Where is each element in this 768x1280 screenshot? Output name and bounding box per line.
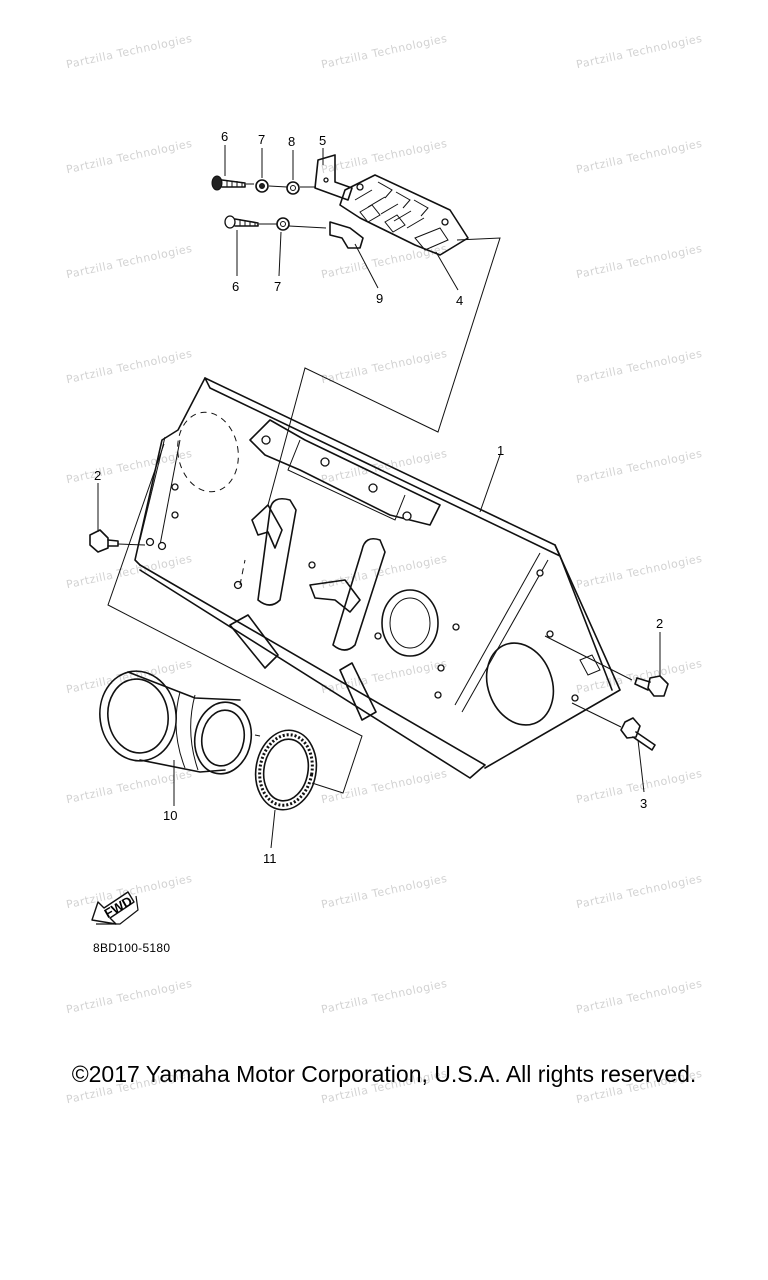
callout-2-left: 2 [94, 468, 101, 483]
part-9-clamp [329, 221, 364, 249]
callout-6-top: 6 [221, 129, 228, 144]
watermark-text: Partzilla Technologies [575, 347, 703, 386]
watermark-text: Partzilla Technologies [320, 872, 448, 911]
callout-3: 3 [640, 796, 647, 811]
callout-2-right: 2 [656, 616, 663, 631]
part-1-panel [134, 377, 621, 779]
watermark-text: Partzilla Technologies [320, 32, 448, 71]
watermark-text: Partzilla Technologies [65, 242, 193, 281]
callout-7-bottom: 7 [274, 279, 281, 294]
watermark-text: Partzilla Technologies [320, 767, 448, 806]
callout-8: 8 [288, 134, 295, 149]
watermark-text: Partzilla Technologies [575, 447, 703, 486]
watermark-text: Partzilla Technologies [320, 552, 448, 591]
callout-5: 5 [319, 133, 326, 148]
watermark-text: Partzilla Technologies [575, 137, 703, 176]
callout-1: 1 [497, 443, 504, 458]
callout-6-bottom: 6 [232, 279, 239, 294]
watermark-text: Partzilla Technologies [65, 32, 193, 71]
watermark-text: Partzilla Technologies [65, 977, 193, 1016]
watermark-text: Partzilla Technologies [320, 657, 448, 696]
watermark-text: Partzilla Technologies [575, 32, 703, 71]
watermark-text: Partzilla Technologies [65, 347, 193, 386]
watermark-text: Partzilla Technologies [575, 872, 703, 911]
watermark-text: Partzilla Technologies [575, 552, 703, 591]
part-6-screws [211, 175, 259, 229]
watermark-text: Partzilla Technologies [575, 977, 703, 1016]
part-11-gasket [254, 729, 318, 811]
watermark-text: Partzilla Technologies [320, 137, 448, 176]
callout-10: 10 [163, 808, 177, 823]
part-4-connector-block [339, 174, 469, 256]
watermark-text: Partzilla Technologies [65, 447, 193, 486]
watermark-text: Partzilla Technologies [575, 242, 703, 281]
callout-numbers: 1 2 2 3 4 5 6 6 7 7 8 9 10 11 [94, 129, 663, 866]
callout-9: 9 [376, 291, 383, 306]
part-10-intake-boot [99, 670, 253, 775]
leader-lines [97, 145, 661, 849]
copyright-notice: ©2017 Yamaha Motor Corporation, U.S.A. A… [71, 1061, 697, 1087]
part-5-bracket [314, 154, 353, 201]
callout-7-top: 7 [258, 132, 265, 147]
watermark-text: Partzilla Technologies [65, 137, 193, 176]
watermark-text: Partzilla Technologies [320, 977, 448, 1016]
diagram-code: 8BD100-5180 [93, 941, 171, 955]
watermark-text: Partzilla Technologies [575, 657, 703, 696]
part-7-8-fasteners [255, 179, 300, 231]
callout-4: 4 [456, 293, 463, 308]
watermark-text: Partzilla Technologies [320, 447, 448, 486]
callout-11: 11 [263, 851, 277, 866]
watermark-text: Partzilla Technologies [320, 347, 448, 386]
